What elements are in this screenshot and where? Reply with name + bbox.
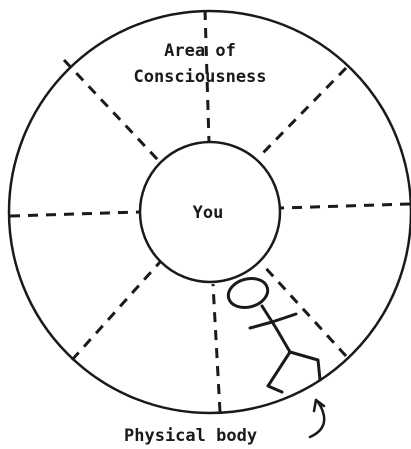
center-label: You xyxy=(193,203,224,223)
dash-line-left xyxy=(10,212,140,216)
body-label: Physical body xyxy=(124,426,257,446)
figure-head xyxy=(225,274,271,311)
dash-line-right xyxy=(280,204,410,208)
stick-figure xyxy=(225,274,320,392)
figure-left-leg xyxy=(268,352,290,392)
figure-right-leg xyxy=(290,352,320,380)
dash-line-bottom-right xyxy=(262,264,346,356)
dash-line-bottom-left xyxy=(72,262,160,360)
dash-line-top-right xyxy=(258,68,346,158)
dash-line-bottom xyxy=(213,284,220,412)
figure-torso xyxy=(262,306,290,352)
arrow-icon xyxy=(310,400,324,437)
area-label-line2: Consciousness xyxy=(133,67,266,87)
area-label-line1: Area of xyxy=(164,41,236,61)
